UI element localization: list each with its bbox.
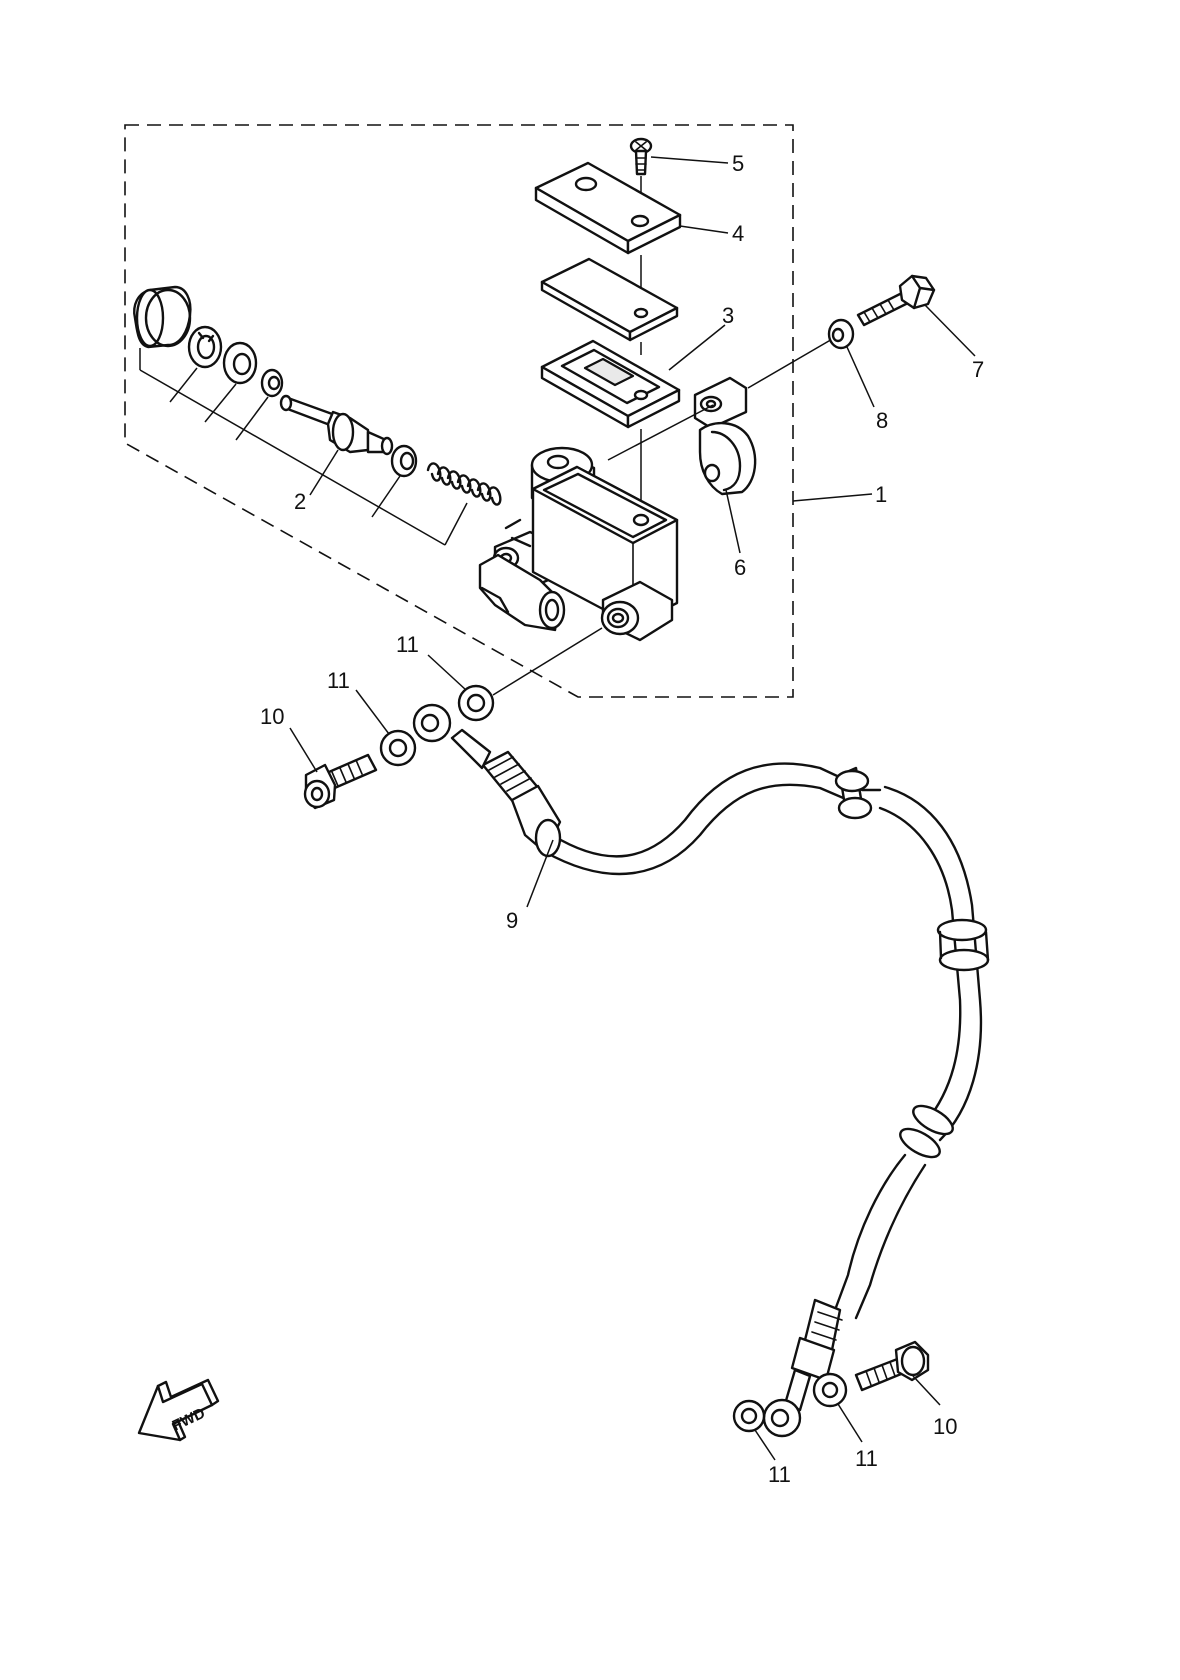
leader-6: [725, 489, 741, 554]
part-3-diaphragm: [540, 339, 681, 429]
leader-5: [650, 156, 729, 164]
callout-11-bottom-a: 11: [768, 1462, 791, 1487]
piston-boot: [133, 285, 192, 349]
kit-group-bracket: [139, 348, 468, 546]
leader-9: [526, 839, 554, 908]
part-6-holder: [693, 376, 757, 496]
leader-10b: [912, 1375, 941, 1406]
part-7-bolt: [856, 274, 936, 327]
piston-cup: [390, 444, 418, 478]
callout-1: 1: [875, 482, 887, 507]
callout-8: 8: [876, 408, 888, 433]
leader-11c: [754, 1429, 776, 1461]
return-spring: [426, 462, 502, 506]
callout-10-top: 10: [260, 704, 284, 729]
leader-8: [846, 346, 875, 408]
axis-6-8: [747, 337, 835, 389]
callout-10-bottom: 10: [933, 1414, 957, 1439]
callout-7: 7: [972, 357, 984, 382]
part-11-washer-bottom-a: [732, 1399, 766, 1433]
part-5-screw: [629, 137, 653, 176]
leader-10a: [289, 727, 318, 773]
part-10-union-bolt-top: [303, 753, 378, 810]
axis-outlet-washer: [492, 627, 603, 696]
callout-3: 3: [722, 303, 734, 328]
part-8-washer: [827, 318, 855, 350]
diaphragm-plate: [540, 257, 679, 342]
piston: [279, 394, 394, 456]
part-11-washer-top-a: [457, 684, 495, 722]
leader-7: [924, 304, 976, 357]
callout-6: 6: [734, 555, 746, 580]
callout-5: 5: [732, 151, 744, 176]
part-11-washer-bottom-b: [812, 1372, 848, 1408]
part-9-brake-hose: [412, 703, 990, 1438]
fwd-direction-arrow: FWD: [137, 1378, 220, 1442]
leader-11a: [427, 654, 467, 691]
leader-4: [679, 225, 729, 234]
callout-9: 9: [506, 908, 518, 933]
part-11-washer-top-b: [379, 729, 417, 767]
leader-11b: [355, 689, 390, 735]
callout-2: 2: [294, 489, 306, 514]
axis-body-6: [607, 404, 714, 461]
callout-11-top-b: 11: [327, 668, 350, 693]
leader-3: [668, 324, 726, 371]
piston-seal-small: [260, 368, 284, 398]
master-cylinder-body: [478, 446, 679, 642]
callout-11-bottom-b: 11: [855, 1446, 878, 1471]
callout-4: 4: [732, 221, 744, 246]
assembly-boundary-dashed: [124, 124, 794, 698]
leader-1: [792, 493, 873, 502]
part-10-union-bolt-bottom: [854, 1340, 930, 1392]
piston-washer: [222, 341, 258, 385]
circlip: [187, 325, 223, 369]
part-4-reservoir-cap: [534, 161, 682, 255]
leader-11d: [837, 1403, 863, 1443]
callout-11-top-a: 11: [396, 632, 419, 657]
